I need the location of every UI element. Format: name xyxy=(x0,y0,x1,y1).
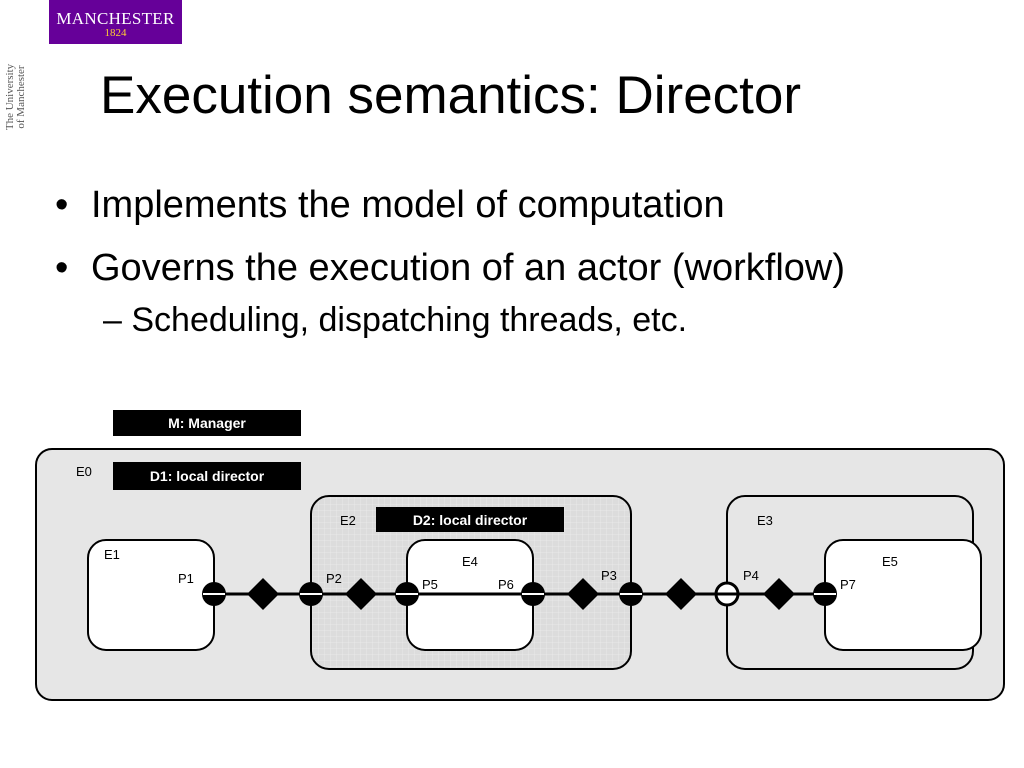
bullet-item: • Governs the execution of an actor (work… xyxy=(55,243,845,306)
port-label-p1: P1 xyxy=(178,571,194,586)
relation-diamond xyxy=(345,578,377,610)
port-label-p3: P3 xyxy=(601,568,617,583)
logo-name: MANCHESTER xyxy=(56,9,175,28)
sub-bullet-dash: – xyxy=(103,301,132,339)
bullet-list: • Implements the model of computation • Go… xyxy=(55,180,845,340)
bullet-text: Implements the model of computation xyxy=(91,184,725,226)
e2-label: E2 xyxy=(340,513,356,528)
sub-bullet-text: Scheduling, dispatching threads, etc. xyxy=(131,301,688,339)
port-label-p7: P7 xyxy=(840,577,856,592)
slide-title: Execution semantics: Director xyxy=(100,66,802,125)
manchester-logo: MANCHESTER 1824 xyxy=(49,0,182,44)
e5-label: E5 xyxy=(882,554,898,569)
relation-diamond xyxy=(247,578,279,610)
sub-bullet: – Scheduling, dispatching threads, etc. xyxy=(103,300,845,340)
d2-box xyxy=(376,507,564,532)
relation-diamond xyxy=(763,578,795,610)
port-label-p5: P5 xyxy=(422,577,438,592)
relation-diamond xyxy=(567,578,599,610)
bullet-text: Governs the execution of an actor (workf… xyxy=(91,247,846,289)
e0-label: E0 xyxy=(76,464,92,479)
e1-label: E1 xyxy=(104,547,120,562)
manager-box xyxy=(113,410,301,436)
d1-label: D1: local director xyxy=(150,468,265,484)
bullet-item: • Implements the model of computation xyxy=(55,180,845,243)
relation-diamond xyxy=(665,578,697,610)
e3-label: E3 xyxy=(757,513,773,528)
bullet-dot: • xyxy=(55,247,69,289)
e4-label: E4 xyxy=(462,554,478,569)
d2-label: D2: local director xyxy=(413,512,528,528)
port-label-p6: P6 xyxy=(498,577,514,592)
port-label-p2: P2 xyxy=(326,571,342,586)
e5-actor xyxy=(824,539,982,651)
port-label-p4: P4 xyxy=(743,568,759,583)
logo-year: 1824 xyxy=(104,27,127,39)
bullet-dot: • xyxy=(55,184,69,226)
d1-box xyxy=(113,462,301,490)
manager-label: M: Manager xyxy=(168,415,246,431)
